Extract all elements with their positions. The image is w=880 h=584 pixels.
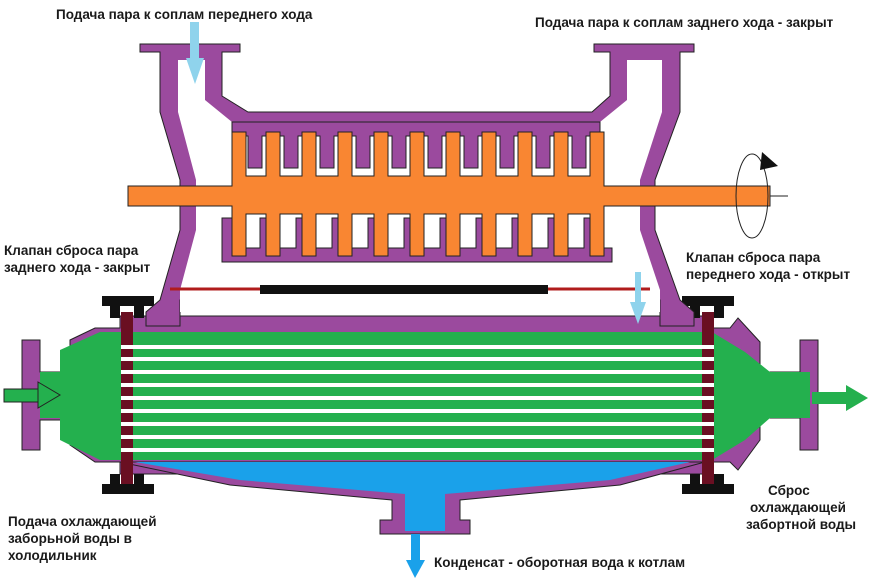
rotation-arrow-icon xyxy=(735,152,788,239)
tube xyxy=(121,345,714,349)
flange-bolts xyxy=(102,296,734,494)
tube xyxy=(121,435,714,439)
discharge-label-1: Сброс xyxy=(768,483,810,498)
condensate-pool xyxy=(135,462,690,531)
turbine-rotor xyxy=(127,131,771,257)
tube-bundle xyxy=(121,345,714,452)
tube xyxy=(121,422,714,426)
rear-steam-label: Подача пара к соплам заднего хода - закр… xyxy=(535,15,834,30)
discharge-label-3: забортной воды xyxy=(746,517,857,532)
tube xyxy=(121,383,714,387)
tube xyxy=(121,409,714,413)
cooling-inlet-arrow-icon xyxy=(3,381,61,409)
front-valve-steam-arrow-icon xyxy=(630,272,646,324)
front-steam-arrow-icon xyxy=(186,22,204,84)
tube xyxy=(121,370,714,374)
front-valve-label-2: переднего хода - открыт xyxy=(686,267,851,282)
tube xyxy=(121,396,714,400)
discharge-label-2: охлаждающей xyxy=(750,500,846,515)
condensate-arrow-icon xyxy=(406,534,425,578)
tube xyxy=(121,357,714,361)
front-steam-label: Подача пара к соплам переднего хода xyxy=(56,7,313,22)
rear-valve-closed xyxy=(260,285,548,294)
rear-valve-label-2: заднего хода - закрыт xyxy=(4,260,151,275)
cooling-in-label-1: Подача охлаждающей xyxy=(8,514,157,529)
cooling-in-label-3: холодильник xyxy=(8,548,97,563)
cooling-in-label-2: заборьной воды в xyxy=(8,531,132,546)
rear-valve-label-1: Клапан сброса пара xyxy=(4,243,139,258)
stator-upper xyxy=(231,121,601,169)
condensate-label: Конденсат - оборотная вода к котлам xyxy=(434,555,686,570)
cooling-outlet-arrow-icon xyxy=(812,385,868,411)
front-valve-label-1: Клапан сброса пара xyxy=(686,250,821,265)
tube xyxy=(121,448,714,452)
